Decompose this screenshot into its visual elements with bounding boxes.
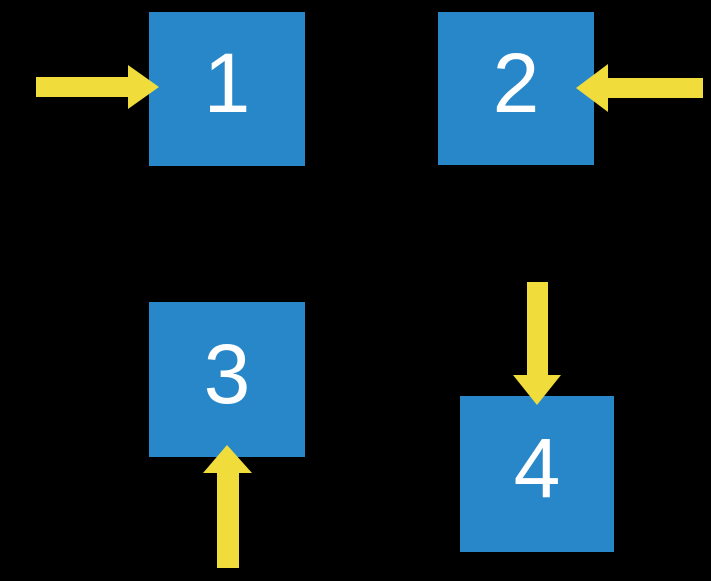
square-1: 1 (149, 12, 305, 166)
square-3: 3 (149, 302, 305, 457)
square-4-label: 4 (513, 421, 561, 515)
square-2: 2 (438, 12, 594, 165)
square-3-label: 3 (203, 326, 251, 421)
square-1-label: 1 (203, 36, 251, 130)
square-4: 4 (460, 396, 614, 552)
arrow-up-icon (203, 445, 252, 568)
square-2-label: 2 (492, 35, 540, 130)
arrow-down-icon (513, 282, 561, 405)
arrow-right-icon (36, 65, 159, 109)
arrow-left-icon (576, 64, 703, 112)
